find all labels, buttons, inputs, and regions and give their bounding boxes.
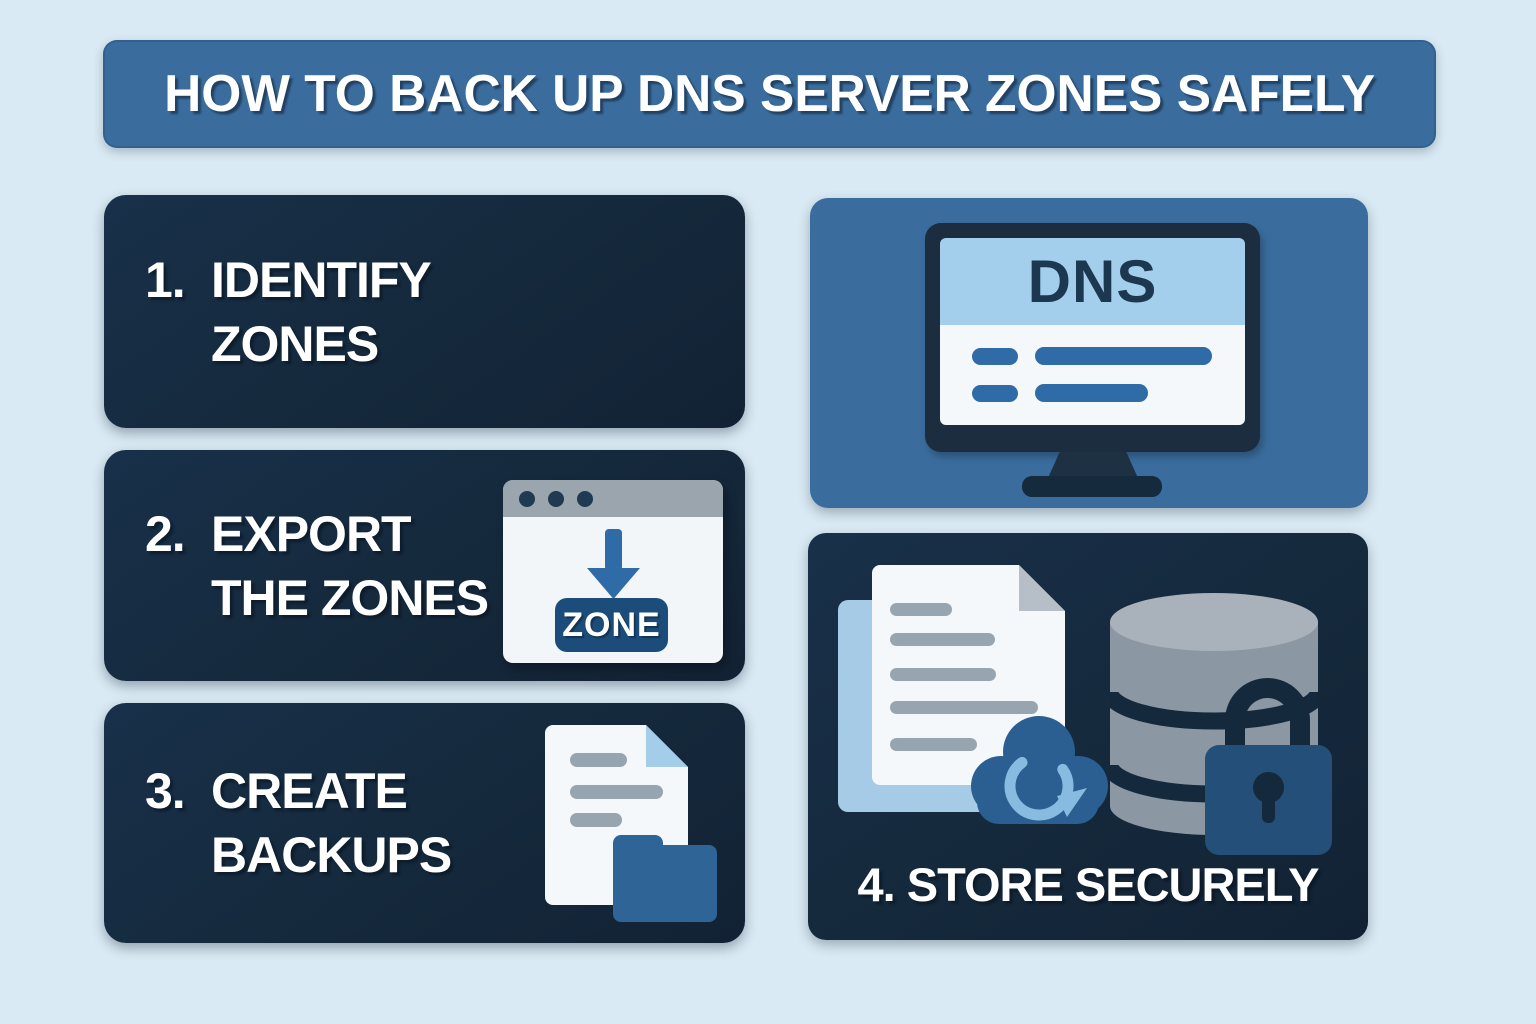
page-title: HOW TO BACK UP DNS SERVER ZONES SAFELY [164, 65, 1375, 123]
monitor-screen: DNS [940, 238, 1245, 425]
page-fold-icon [646, 725, 688, 767]
lock-icon [1205, 745, 1332, 855]
text-line [570, 785, 663, 799]
screen-bar [1035, 347, 1212, 365]
store-securely-panel: 4. STORE SECURELY [808, 533, 1368, 940]
text-line [570, 813, 622, 827]
step-label-line2: ZONES [211, 315, 379, 372]
screen-bar [972, 348, 1018, 365]
screen-body [940, 325, 1245, 425]
step-label: EXPORT THE ZONES [211, 502, 489, 630]
monitor-base [1022, 476, 1162, 497]
step-label-line1: IDENTIFY [211, 251, 432, 308]
step-number: 1. [145, 251, 186, 308]
window-dot-icon [548, 490, 564, 507]
step-box-create-backups: 3. CREATE BACKUPS [104, 703, 745, 943]
export-window-icon: ZONE [503, 480, 723, 663]
document-icon [872, 565, 1065, 785]
step-label-line2: BACKUPS [211, 827, 452, 883]
step-box-identify-zones: 1. IDENTIFY ZONES [104, 195, 745, 428]
keyhole-icon [1262, 791, 1275, 823]
window-dot-icon [519, 490, 535, 507]
monitor-stand [1048, 452, 1138, 478]
text-line [890, 603, 952, 616]
download-arrowhead-icon [587, 568, 640, 599]
text-line [890, 701, 1038, 714]
cloud-sync-icon [971, 716, 1108, 824]
dns-label: DNS [1027, 248, 1158, 315]
step-label-line1: EXPORT [211, 505, 412, 562]
step-label-line2: THE ZONES [211, 569, 489, 626]
store-securely-caption: 4. STORE SECURELY [857, 858, 1320, 911]
text-line [890, 633, 995, 646]
page-fold-icon [1019, 565, 1065, 611]
screen-bar [972, 385, 1018, 402]
window-titlebar [503, 480, 723, 517]
screen-bar [1035, 384, 1148, 402]
step-label-line1: CREATE [211, 763, 408, 819]
zone-badge: ZONE [555, 598, 668, 652]
step-number: 2. [145, 505, 186, 562]
text-line [890, 738, 977, 751]
dns-monitor-panel: DNS [810, 198, 1368, 508]
lock-shackle-icon [1225, 678, 1310, 762]
download-arrow-icon [605, 529, 622, 571]
step-label: IDENTIFY ZONES [211, 248, 432, 376]
text-line [570, 753, 627, 767]
step-number: 3. [145, 763, 186, 819]
window-dot-icon [577, 490, 593, 507]
monitor-icon: DNS [925, 223, 1260, 452]
screen-header: DNS [940, 238, 1245, 325]
backup-folder-icon [613, 845, 717, 922]
step-box-export-zones: 2. EXPORT THE ZONES ZONE [104, 450, 745, 681]
text-line [890, 668, 996, 681]
title-banner: HOW TO BACK UP DNS SERVER ZONES SAFELY [103, 40, 1436, 148]
step-label: CREATE BACKUPS [211, 759, 452, 887]
